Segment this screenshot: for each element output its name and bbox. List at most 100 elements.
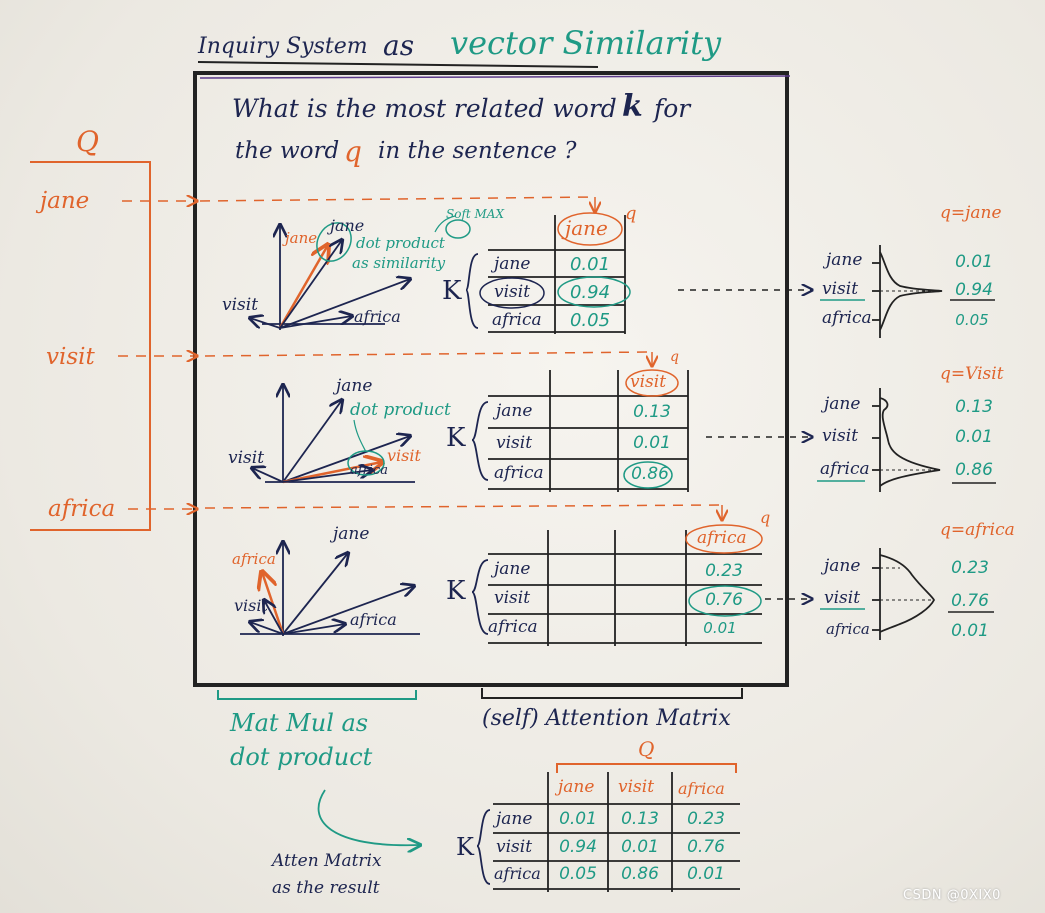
plot1-note2: as similarity: [352, 256, 445, 271]
q-word-visit: visit: [46, 346, 95, 369]
k-table-3-q-tag: q: [760, 510, 770, 526]
result-cell-0-1: 0.13: [610, 811, 670, 828]
watermark: CSDN @0XIX0: [903, 888, 1001, 903]
question-line2b: in the sentence ?: [378, 140, 577, 163]
result-col-africa: africa: [678, 781, 725, 797]
plot3-jane: jane: [333, 526, 369, 543]
dist-2-word-jane: jane: [824, 396, 860, 413]
attention-matrix-label: (self) Attention Matrix: [482, 708, 731, 730]
k-table-2-q-tag: q: [670, 350, 679, 364]
k-table-1-row-visit: visit: [494, 284, 530, 301]
dist-1-value-visit: 0.94: [944, 282, 1004, 299]
title-part1: Inquiry System: [198, 36, 368, 58]
dist-3-title: q=africa: [940, 522, 1015, 539]
q-word-africa: africa: [48, 498, 115, 521]
question-q: q: [344, 138, 362, 166]
result-row-africa: africa: [494, 866, 541, 882]
result-cell-0-0: 0.01: [548, 811, 608, 828]
result-cell-2-0: 0.05: [548, 866, 608, 883]
result-k-label: K: [456, 835, 474, 859]
k-table-2-value-africa: 0.86: [620, 466, 680, 483]
plot2-jane: jane: [336, 378, 372, 395]
plot3-africa: africa: [350, 612, 397, 628]
dist-curve-3: [872, 548, 934, 640]
k-table-2-header: visit: [630, 374, 666, 391]
result-cell-1-0: 0.94: [548, 839, 608, 856]
dist-1-word-jane: jane: [826, 252, 862, 269]
result-cell-2-1: 0.86: [610, 866, 670, 883]
dist-2-title: q=Visit: [940, 366, 1004, 383]
k-table-3-value-visit: 0.76: [694, 592, 754, 609]
dist-1-title: q=jane: [940, 205, 1002, 222]
k-table-2-value-jane: 0.13: [622, 404, 682, 421]
plot1-note1: dot product: [356, 236, 445, 251]
question-line1b: for: [654, 96, 690, 121]
k-table-1-value-africa: 0.05: [560, 312, 620, 330]
title-part2: as: [383, 32, 414, 60]
matmul-label-1: Mat Mul as: [230, 711, 368, 735]
k-table-1-row-africa: africa: [492, 312, 542, 329]
question-line2a: the word: [235, 140, 339, 163]
matmul-label-2: dot product: [230, 745, 372, 769]
k-table-3-row-visit: visit: [494, 590, 530, 607]
dist-2-value-visit: 0.01: [944, 429, 1004, 446]
dist-curve-2: [872, 388, 940, 492]
result-cell-2-2: 0.01: [676, 866, 736, 883]
k-table-3-value-africa: 0.01: [690, 621, 750, 636]
title-part3: vector Similarity: [450, 27, 721, 59]
dist-3-value-africa: 0.01: [940, 623, 1000, 640]
k-table-3-row-africa: africa: [488, 619, 538, 636]
k-table-2-row-jane: jane: [496, 403, 532, 420]
question-line1a: What is the most related word: [232, 96, 617, 121]
k-table-2-row-africa: africa: [494, 465, 544, 482]
dist-2-value-jane: 0.13: [944, 399, 1004, 416]
k-table-1-value-jane: 0.01: [560, 256, 620, 274]
dist-3-word-visit: visit: [824, 590, 860, 607]
title-underline: [198, 62, 598, 67]
result-cell-1-1: 0.01: [610, 839, 670, 856]
k-table-2-value-visit: 0.01: [622, 435, 682, 452]
plot1-jane-orange: jane: [285, 231, 317, 246]
k-table-3-header: africa: [697, 530, 747, 547]
plot3-africa-orange: africa: [232, 552, 276, 567]
dist-1-word-africa: africa: [822, 310, 872, 327]
k-table-3-row-jane: jane: [494, 561, 530, 578]
q-word-jane: jane: [40, 190, 89, 213]
result-label-1: Atten Matrix: [272, 853, 382, 870]
result-row-visit: visit: [496, 839, 532, 856]
k-table-2-k: K: [446, 425, 465, 451]
dist-2-word-visit: visit: [822, 428, 858, 445]
k-table-1-row-jane: jane: [494, 256, 530, 273]
dist-arrows: [678, 290, 812, 599]
plot1-visit: visit: [222, 297, 258, 314]
result-col-jane: jane: [558, 779, 594, 796]
plot2-note1: dot product: [350, 402, 451, 419]
k-table-1-value-visit: 0.94: [560, 284, 620, 302]
result-row-jane: jane: [496, 811, 532, 828]
k-table-1-q-tag: q: [625, 205, 637, 223]
k-table-3-k: K: [446, 578, 465, 604]
result-cell-1-2: 0.76: [676, 839, 736, 856]
plot1-africa: africa: [354, 309, 401, 325]
k-table-1-header: jane: [565, 218, 608, 238]
result-q-header: Q: [638, 739, 654, 759]
dist-3-word-africa: africa: [826, 622, 870, 637]
plot2-visit-navy: visit: [228, 450, 264, 467]
plot1-jane-navy: jane: [330, 218, 364, 234]
plot2-visit-orange: visit: [387, 448, 421, 464]
dist-1-value-africa: 0.05: [942, 313, 1002, 328]
dist-3-value-visit: 0.76: [940, 593, 1000, 610]
k-table-2-row-visit: visit: [496, 435, 532, 452]
plot3-visit: visit: [234, 598, 268, 614]
dist-3-word-jane: jane: [824, 558, 860, 575]
result-cell-0-2: 0.23: [676, 811, 736, 828]
k-table-3-value-jane: 0.23: [694, 563, 754, 580]
question-k: k: [622, 92, 643, 122]
plot2-africa: africa: [350, 464, 388, 477]
k-table-1-k: K: [442, 278, 461, 304]
dist-1-word-visit: visit: [822, 281, 858, 298]
result-label-2: as the result: [272, 880, 380, 897]
result-col-visit: visit: [618, 779, 654, 796]
